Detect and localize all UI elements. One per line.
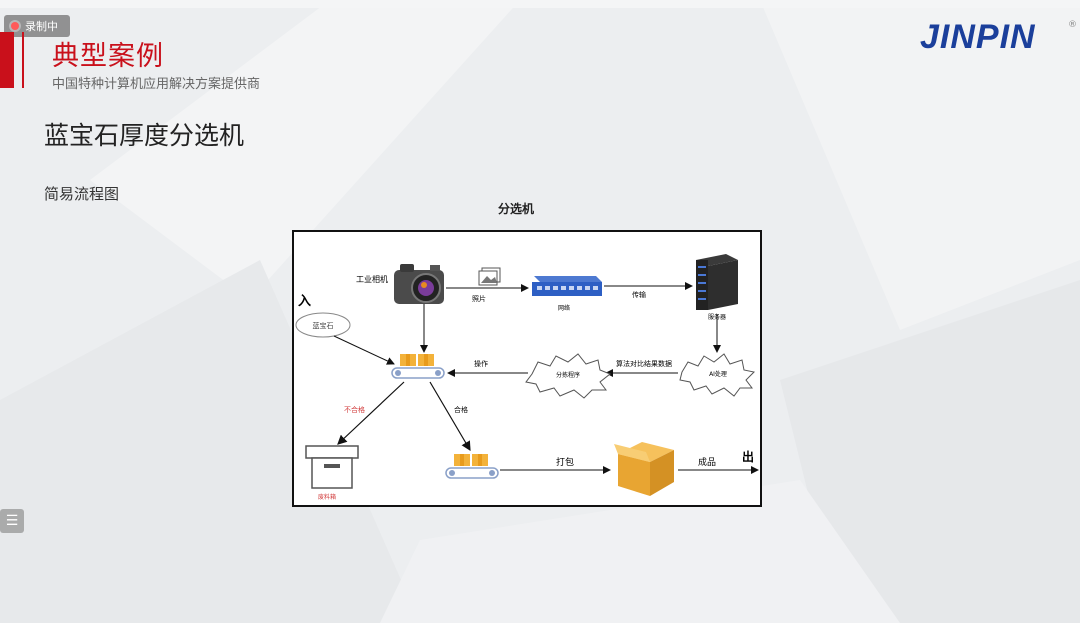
ai-process-node (679, 353, 756, 397)
menu-list-button[interactable]: ☰ (0, 509, 24, 533)
flowchart-frame: 入 蓝宝石 工业相机 照片 (292, 230, 762, 507)
logo-text: JINPIN (920, 18, 1036, 56)
page-title: 典型案例 (52, 41, 164, 72)
product-label: 成品 (698, 456, 716, 468)
output-label: 出 (742, 449, 754, 464)
transfer-label: 传输 (632, 290, 646, 299)
waste-bin-icon (305, 445, 359, 489)
recording-label: 录制中 (25, 20, 58, 33)
unqualified-label: 不合格 (344, 405, 365, 414)
jinpin-logo: JINPIN (920, 18, 1036, 56)
sapphire-node: 蓝宝石 (295, 312, 351, 338)
qualified-label: 合格 (454, 405, 468, 414)
slide-title: 蓝宝石厚度分选机 (44, 121, 245, 150)
list-menu-icon: ☰ (5, 513, 19, 529)
pack-label: 打包 (556, 456, 574, 468)
product-box-icon (614, 442, 682, 496)
flowchart: 入 蓝宝石 工业相机 照片 (295, 254, 759, 501)
section-label: 简易流程图 (44, 185, 120, 203)
photo-label: 照片 (472, 294, 486, 303)
network-label: 网络 (558, 304, 570, 312)
title-accent-bar (0, 32, 14, 88)
registered-mark: ® (1068, 20, 1077, 30)
conveyor-top-icon (391, 354, 445, 379)
sapphire-label: 蓝宝石 (313, 321, 334, 330)
server-icon (696, 254, 738, 310)
camera-icon (394, 264, 444, 304)
operate-label: 操作 (474, 359, 488, 368)
input-label: 入 (298, 294, 311, 309)
ai-process-label: AI处理 (709, 370, 727, 378)
conveyor-bottom-icon (445, 454, 499, 479)
sorting-program-node (525, 353, 611, 399)
title-accent-line (22, 32, 24, 88)
waste-bin-label: 废料箱 (318, 493, 336, 501)
camera-label: 工业相机 (356, 274, 388, 284)
network-switch-icon (532, 276, 602, 296)
algorithm-result-label: 算法对比结果数据 (616, 359, 672, 368)
photo-icon (478, 267, 501, 286)
sorting-program-label: 分拣程序 (556, 371, 580, 379)
record-dot-icon (11, 22, 19, 30)
diagram-title: 分选机 (498, 202, 535, 216)
recording-badge[interactable]: 录制中 (4, 15, 70, 37)
window-top-strip (0, 0, 1080, 8)
page-subtitle: 中国特种计算机应用解决方案提供商 (52, 77, 261, 92)
